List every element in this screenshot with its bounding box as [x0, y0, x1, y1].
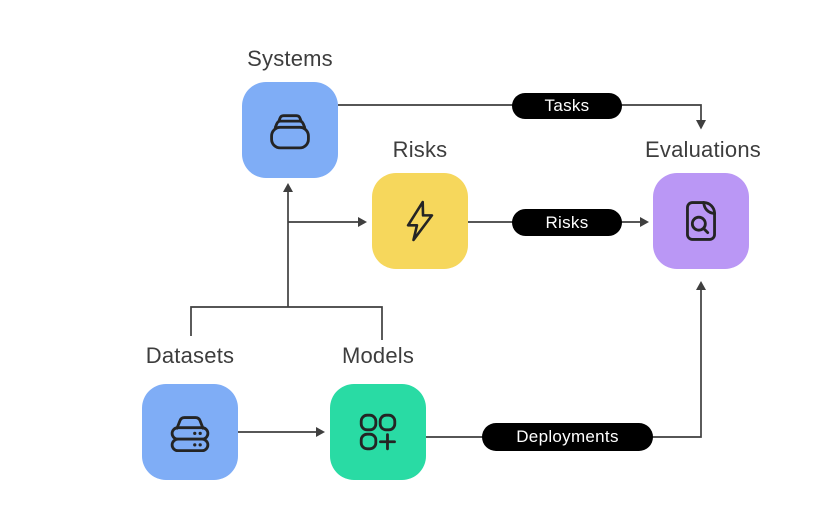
node-evaluations-box — [653, 173, 749, 269]
node-risks-label: Risks — [392, 137, 448, 162]
node-systems-box — [242, 82, 338, 178]
edge-systems-to-evaluations — [338, 104, 706, 130]
edge-line — [338, 104, 702, 120]
node-datasets-label: Datasets — [145, 343, 235, 368]
edge-label-risks: Risks — [512, 209, 622, 236]
lightning-bolt-icon — [406, 200, 434, 242]
edge-datasets-models-to-systems — [190, 183, 383, 340]
arrowhead-right-icon — [358, 217, 367, 227]
document-search-icon — [686, 201, 716, 241]
node-models-box — [330, 384, 426, 480]
edge-models-to-evaluations — [426, 281, 706, 438]
node-systems-label: Systems — [247, 46, 333, 71]
archive-stack-icon — [270, 114, 310, 150]
edge-label-deployments: Deployments — [482, 423, 653, 451]
edge-line — [190, 306, 383, 340]
edge-line — [426, 290, 702, 438]
node-models-label: Models — [341, 343, 415, 368]
database-stack-icon — [170, 416, 210, 453]
arrowhead-up-icon — [283, 183, 293, 192]
apps-plus-icon — [359, 413, 397, 451]
arrowhead-right-icon — [316, 427, 325, 437]
edge-label-tasks: Tasks — [512, 93, 622, 119]
edge-datasets-to-models — [238, 427, 325, 437]
node-datasets-box — [142, 384, 238, 480]
edge-junction-to-risks — [288, 217, 367, 227]
arrowhead-right-icon — [640, 217, 649, 227]
node-evaluations-label: Evaluations — [645, 137, 761, 162]
arrowhead-up-icon — [696, 281, 706, 290]
arrowhead-down-icon — [696, 120, 706, 130]
node-risks-box — [372, 173, 468, 269]
